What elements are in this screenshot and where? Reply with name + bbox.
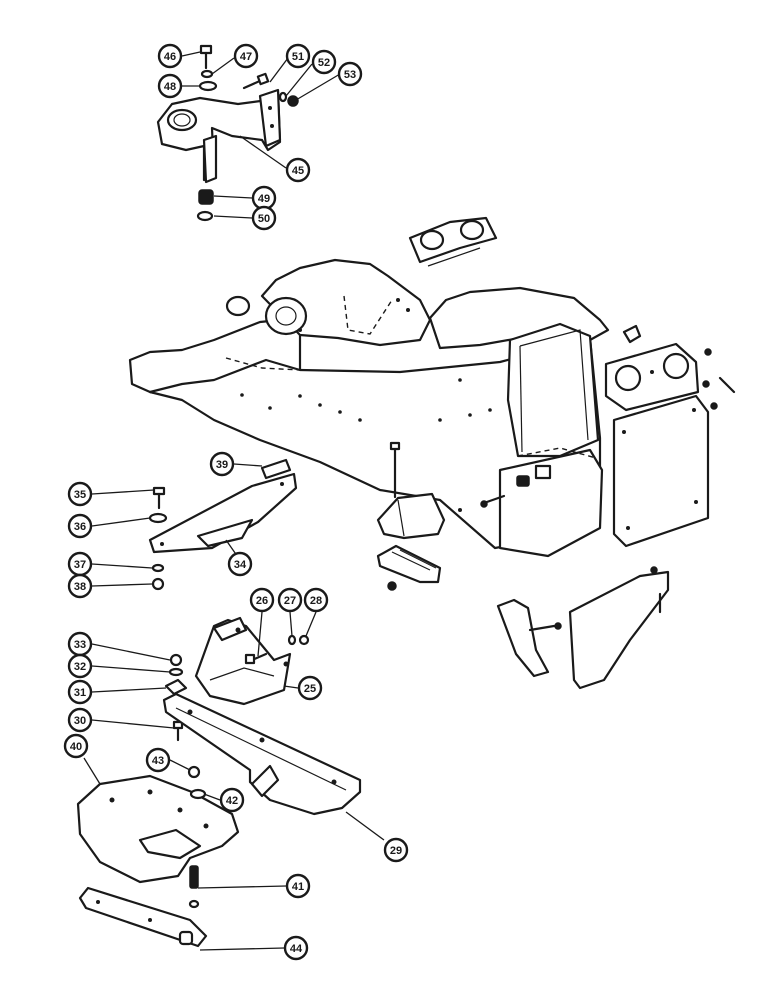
bolt-26 <box>244 652 268 665</box>
callout-27-label: 27 <box>284 595 296 607</box>
callout-25: 25 <box>297 675 323 701</box>
callout-48: 48 <box>157 73 183 99</box>
callout-42: 42 <box>219 787 245 813</box>
callout-35-label: 35 <box>74 489 86 501</box>
callout-49-label: 49 <box>258 193 270 205</box>
rear-fender <box>496 566 670 690</box>
callout-30: 30 <box>67 707 93 733</box>
callout-33: 33 <box>67 631 93 657</box>
leader-lines <box>83 51 385 951</box>
spacer-39 <box>260 458 292 480</box>
callout-26: 26 <box>249 587 275 613</box>
callout-36: 36 <box>67 513 93 539</box>
washer-36 <box>148 512 168 524</box>
callout-45: 45 <box>285 157 311 183</box>
callout-36-label: 36 <box>74 521 86 533</box>
callout-44-label: 44 <box>290 943 303 955</box>
callout-27: 27 <box>277 587 303 613</box>
callout-29-label: 29 <box>390 845 402 857</box>
callout-26-label: 26 <box>256 595 268 607</box>
callout-44: 44 <box>283 935 309 961</box>
lock-washer-32 <box>168 667 184 677</box>
washer-42 <box>189 788 207 800</box>
lock-washer-47 <box>200 69 214 79</box>
mount-spring-49 <box>198 189 214 205</box>
callout-45-label: 45 <box>292 165 304 177</box>
support-bracket-25 <box>194 616 292 706</box>
callout-52-label: 52 <box>318 57 330 69</box>
cover-plate-right <box>604 342 700 412</box>
bolt-51 <box>242 72 270 90</box>
callout-32-label: 32 <box>74 661 86 673</box>
callout-40-label: 40 <box>70 741 82 753</box>
drawbar-support-29 <box>162 692 362 816</box>
callout-53-label: 53 <box>344 69 356 81</box>
callout-31: 31 <box>67 679 93 705</box>
front-bracket-45 <box>156 88 282 184</box>
callout-34-label: 34 <box>234 559 247 571</box>
callout-43: 43 <box>145 747 171 773</box>
callout-35: 35 <box>67 481 93 507</box>
callout-53: 53 <box>337 61 363 87</box>
callout-49: 49 <box>251 185 277 211</box>
callout-31-label: 31 <box>74 687 86 699</box>
callout-33-label: 33 <box>74 639 86 651</box>
plate-31 <box>164 678 188 696</box>
access-panel <box>612 394 710 548</box>
callout-38: 38 <box>67 573 93 599</box>
callout-39: 39 <box>209 451 235 477</box>
lock-washer-37 <box>151 563 165 573</box>
callout-47: 47 <box>233 43 259 69</box>
main-frame <box>128 258 610 558</box>
callout-28-label: 28 <box>310 595 322 607</box>
drawbar-44 <box>78 886 208 948</box>
callout-46-label: 46 <box>164 51 176 63</box>
spring-41 <box>188 865 200 909</box>
callout-32: 32 <box>67 653 93 679</box>
nut-53 <box>287 95 299 107</box>
callout-47-label: 47 <box>240 51 252 63</box>
nut-28 <box>298 634 310 646</box>
callout-48-label: 48 <box>164 81 176 93</box>
nut-38 <box>151 577 165 591</box>
callout-51-label: 51 <box>292 51 304 63</box>
washer-50 <box>196 210 214 222</box>
callout-29: 29 <box>383 837 409 863</box>
bolt-46 <box>199 44 213 70</box>
callout-51: 51 <box>285 43 311 69</box>
callout-42-label: 42 <box>226 795 238 807</box>
small-bracket <box>622 324 642 344</box>
callout-41-label: 41 <box>292 881 304 893</box>
callout-50-label: 50 <box>258 213 270 225</box>
washer-48 <box>198 80 218 92</box>
callout-39-label: 39 <box>216 459 228 471</box>
callout-41: 41 <box>285 873 311 899</box>
step-block <box>376 544 442 591</box>
callout-46: 46 <box>157 43 183 69</box>
bolt-30 <box>172 720 184 742</box>
callout-40: 40 <box>63 733 89 759</box>
right-hardware <box>702 348 736 410</box>
washer-52 <box>278 91 288 103</box>
cover-plate-top <box>408 216 498 267</box>
callout-43-label: 43 <box>152 755 164 767</box>
callout-37: 37 <box>67 551 93 577</box>
washer-27 <box>287 634 297 646</box>
nut-33 <box>169 653 183 667</box>
nut-43 <box>187 765 201 779</box>
callout-34: 34 <box>227 551 253 577</box>
callout-52: 52 <box>311 49 337 75</box>
callout-50: 50 <box>251 205 277 231</box>
callout-30-label: 30 <box>74 715 86 727</box>
callout-37-label: 37 <box>74 559 86 571</box>
crossmember-plate-34 <box>148 472 298 554</box>
callout-25-label: 25 <box>304 683 316 695</box>
bolt-35 <box>152 486 166 510</box>
callout-28: 28 <box>303 587 329 613</box>
drawbar-guide-40 <box>76 774 240 884</box>
callout-38-label: 38 <box>74 581 86 593</box>
